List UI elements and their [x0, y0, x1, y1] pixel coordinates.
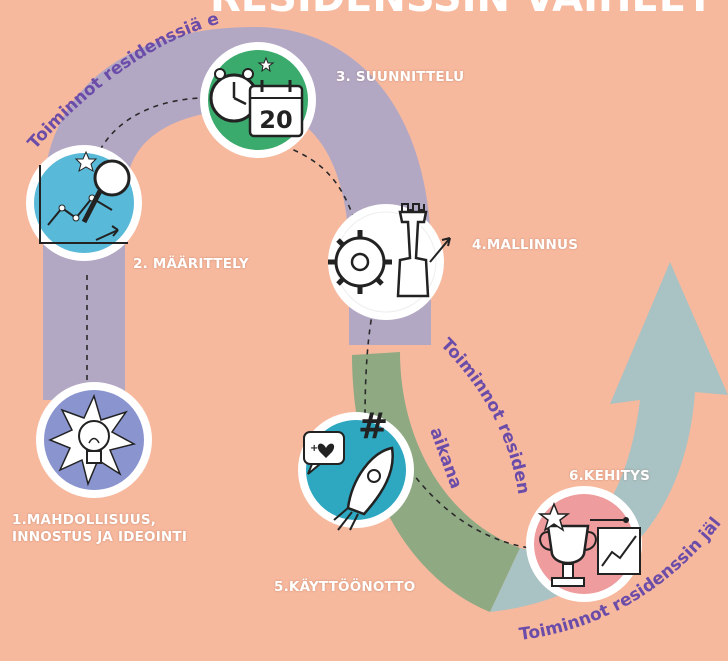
step-5-label: 5.KÄYTTÖÖNOTTO: [274, 579, 416, 595]
during-phase-band: [352, 352, 520, 612]
after-phase-arrow: [490, 262, 728, 612]
rocket-icon: + #: [298, 406, 414, 531]
trophy-chart-icon: [526, 486, 642, 602]
step-6-label: 6.KEHITYS: [569, 468, 651, 484]
step-1-label: 1.MAHDOLLISUUS, INNOSTUS JA IDEOINTI: [12, 512, 188, 545]
step-3-label: 3. SUUNNITTELU: [336, 69, 465, 85]
gear-chess-icon: [328, 203, 451, 320]
dashed-connector: [86, 97, 531, 549]
page-title: RESIDENSSIN VAIHEET: [210, 0, 714, 21]
step-4-label: 4.MALLINNUS: [472, 237, 579, 253]
svg-text:+: +: [310, 443, 318, 454]
step-2-label: 2. MÄÄRITTELY: [133, 256, 249, 272]
clock-calendar-icon: 20: [200, 42, 316, 158]
calendar-number: 20: [259, 106, 292, 134]
lightbulb-icon: [36, 382, 152, 498]
magnifier-chart-icon: [26, 145, 142, 261]
svg-text:#: #: [358, 406, 388, 447]
